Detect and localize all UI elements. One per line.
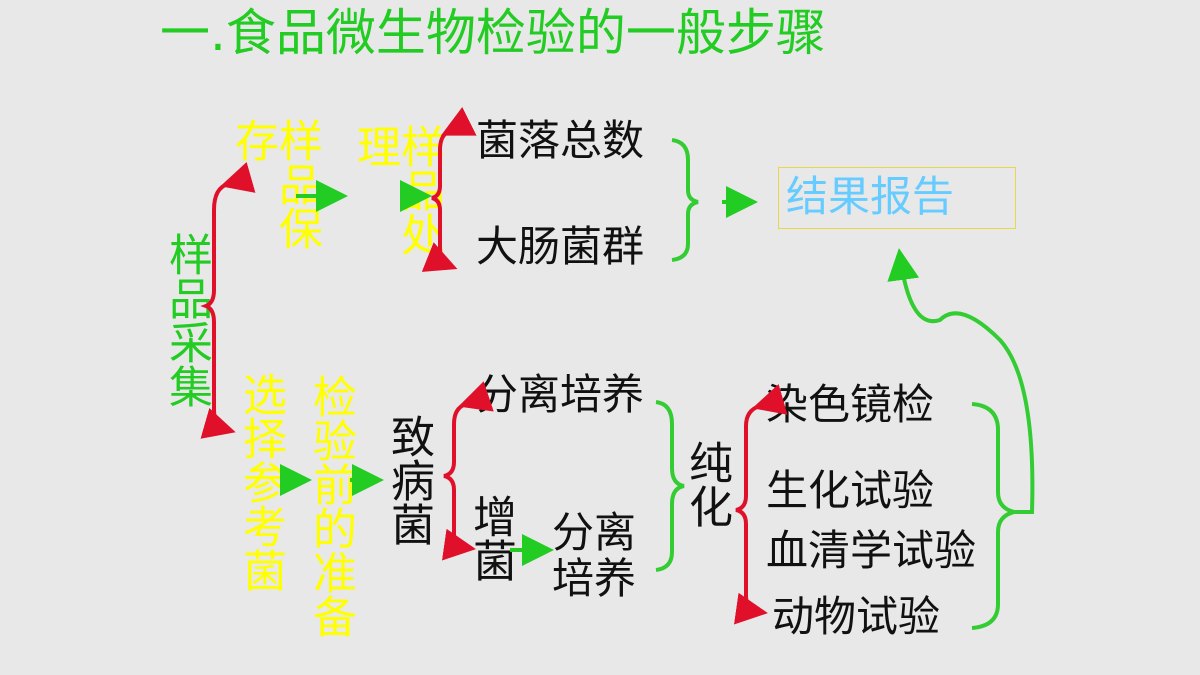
tests-brace bbox=[733, 384, 788, 625]
collection-brace bbox=[200, 162, 256, 439]
arrow-tests-report bbox=[887, 248, 1035, 514]
serology-test-label: 血清学试验 bbox=[766, 526, 977, 575]
tests-result-brace bbox=[971, 402, 1015, 630]
biochem-test-label: 生化试验 bbox=[766, 466, 935, 515]
pathogen-brace bbox=[441, 381, 494, 561]
report-box bbox=[778, 167, 1016, 229]
sample-storage-label: 样品保存 bbox=[227, 118, 322, 250]
pre-test-prep-label: 检验前的准备 bbox=[305, 374, 356, 638]
results-brace bbox=[671, 138, 699, 262]
animal-test-label: 动物试验 bbox=[772, 592, 941, 641]
report-label: 结果报告 bbox=[786, 172, 955, 221]
purification-label: 纯化 bbox=[681, 440, 732, 528]
purification-brace bbox=[655, 400, 685, 572]
pathogen-label: 致病菌 bbox=[383, 414, 434, 546]
isolation-culture-1-label: 分离培养 bbox=[476, 370, 645, 419]
page-title: 一.食品微生物检验的一般步骤 bbox=[160, 4, 826, 62]
stain-microscopy-label: 染色镜检 bbox=[766, 380, 935, 429]
coliform-label: 大肠菌群 bbox=[476, 222, 645, 271]
test-items-brace bbox=[421, 106, 477, 272]
isolation-culture-2-label: 分离培养 bbox=[552, 508, 637, 604]
total-colony-label: 菌落总数 bbox=[476, 116, 645, 165]
